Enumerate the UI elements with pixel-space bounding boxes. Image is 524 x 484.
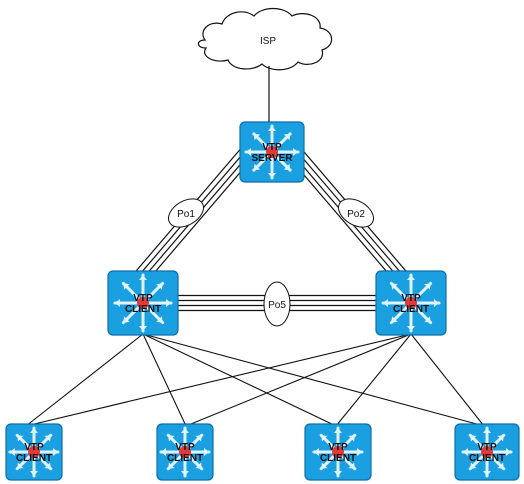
link-dist-left-access-3 <box>142 333 337 427</box>
switch-label-line1: VTP <box>175 442 195 453</box>
link-dist-left-access-4 <box>142 333 485 427</box>
po5-ellipse <box>263 281 291 327</box>
switch-core-dot <box>405 297 417 309</box>
switch-label-line1: VTP <box>24 442 44 453</box>
switch-core-dot <box>481 446 493 458</box>
isp-cloud: ISP <box>197 7 333 71</box>
switch-arrows-icon <box>159 426 211 478</box>
switch-arrows-icon <box>381 273 441 333</box>
port-channel-po2: Po2 <box>337 198 375 228</box>
switch-label-line2: CLIENT <box>320 453 356 464</box>
link-dist-right-access-1 <box>25 333 412 427</box>
switch-label-line2: CLIENT <box>125 304 161 315</box>
link-dist-right-access-4 <box>410 333 485 427</box>
switch-label-line1: VTP <box>262 142 282 153</box>
access-links <box>25 333 485 427</box>
po2-label: Po2 <box>347 209 365 220</box>
po5-label: Po5 <box>268 300 286 311</box>
switch-label-line1: VTP <box>328 442 348 453</box>
switch-arrows-icon <box>244 124 300 180</box>
switch-nodes: VTPSERVERVTPCLIENTVTPCLIENTVTPCLIENTVTPC… <box>5 121 520 481</box>
switch-arrows-icon <box>461 426 513 478</box>
switch-label-line1: VTP <box>477 442 497 453</box>
switch-label-line2: SERVER <box>252 153 294 164</box>
switch-core-dot <box>137 297 149 309</box>
switch-arrows-icon <box>312 426 364 478</box>
switch-arrows-icon <box>8 426 60 478</box>
switch-core-dot <box>28 446 40 458</box>
switch-core-dot <box>332 446 344 458</box>
po1-ellipse <box>167 198 205 228</box>
po1-label: Po1 <box>177 209 195 220</box>
switch-core-dot <box>179 446 191 458</box>
link-dist-left-access-1 <box>25 333 144 427</box>
isp-label: ISP <box>260 36 276 47</box>
port-channel-po1: Po1 <box>167 198 205 228</box>
port-channel-po5: Po5 <box>263 281 291 327</box>
switch-label-line2: CLIENT <box>167 453 203 464</box>
link-dist-right-access-2 <box>185 333 412 427</box>
switch-label-line2: CLIENT <box>469 453 505 464</box>
link-dist-left-access-2 <box>142 333 187 427</box>
link-dist-right-access-3 <box>335 333 412 427</box>
cloud-shape <box>197 7 333 71</box>
po2-ellipse <box>337 198 375 228</box>
switch-label-line2: CLIENT <box>393 304 429 315</box>
switch-arrows-icon <box>113 273 173 333</box>
switch-label-line2: CLIENT <box>16 453 52 464</box>
switch-label-line1: VTP <box>133 293 153 304</box>
switch-core-dot <box>266 146 278 158</box>
switch-label-line1: VTP <box>401 293 421 304</box>
